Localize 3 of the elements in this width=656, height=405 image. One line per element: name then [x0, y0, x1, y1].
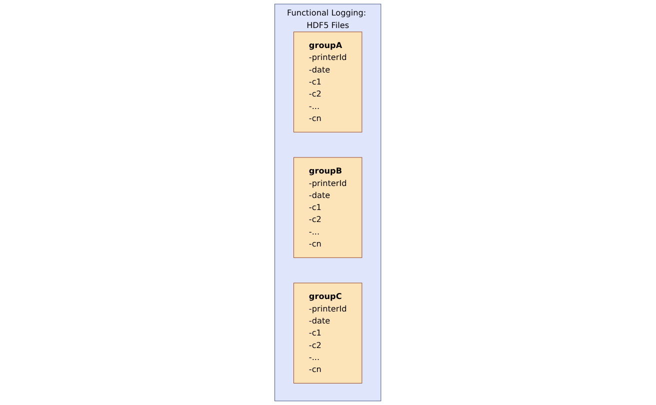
node-box: groupC -printerId -date -c1 -c2 -... -cn — [294, 282, 362, 384]
node-box: groupB -printerId -date -c1 -c2 -... -cn — [294, 157, 362, 258]
node-box: groupA -printerId -date -c1 -c2 -... -cn — [294, 32, 362, 132]
